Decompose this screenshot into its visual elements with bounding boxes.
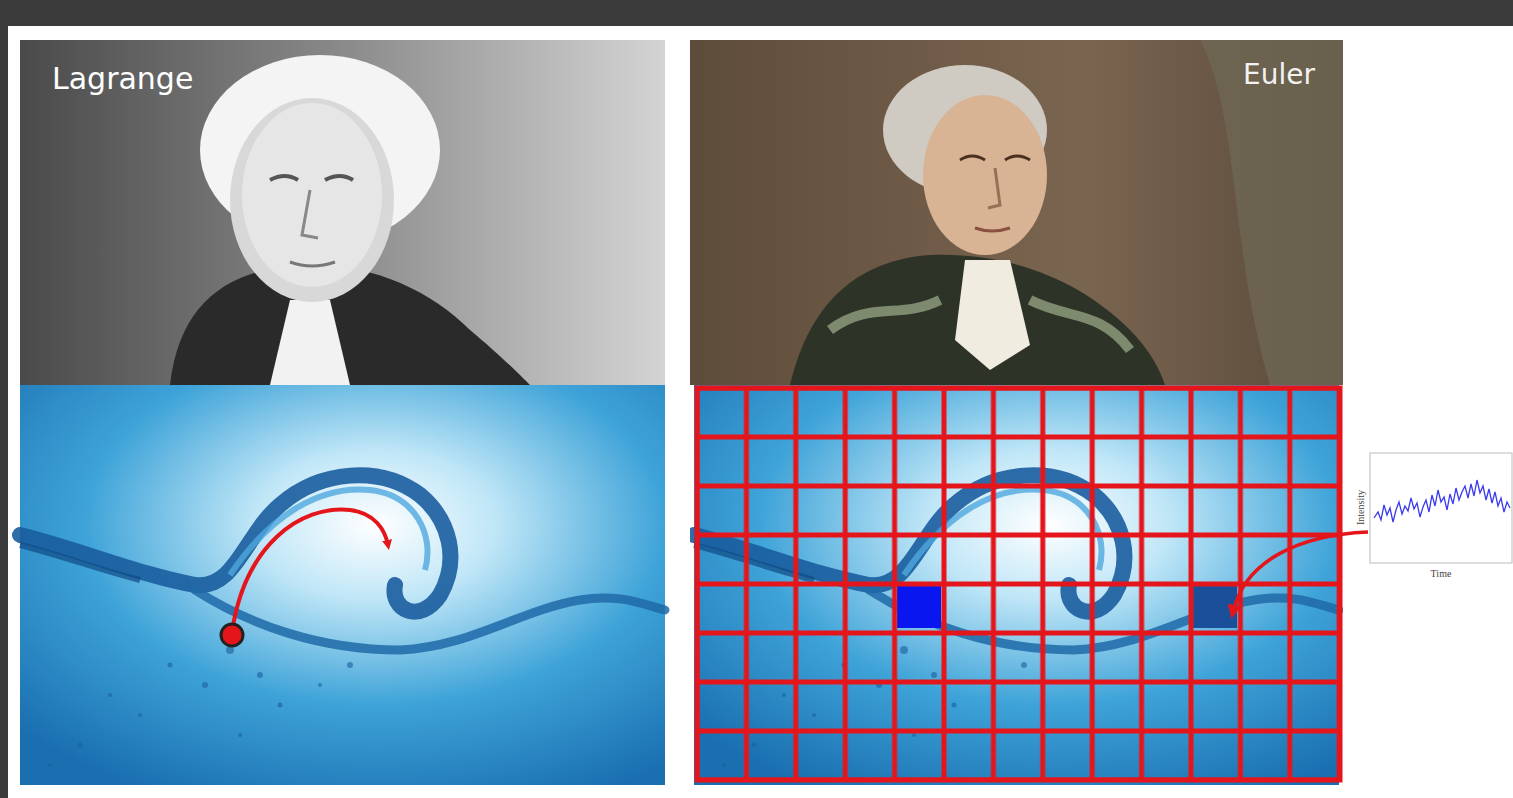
particle-path [232,510,388,632]
axis-label: Time [1431,568,1452,579]
time-series-chart [1370,453,1512,563]
axis-label: Intensity [1355,490,1366,525]
fluid-particle [221,624,243,646]
scientist-name: Euler [1243,60,1315,91]
euler-portrait [690,40,1343,385]
probe-arrow [1233,532,1368,612]
lagrange-portrait [20,40,665,385]
scientist-name: Lagrange [52,62,193,95]
